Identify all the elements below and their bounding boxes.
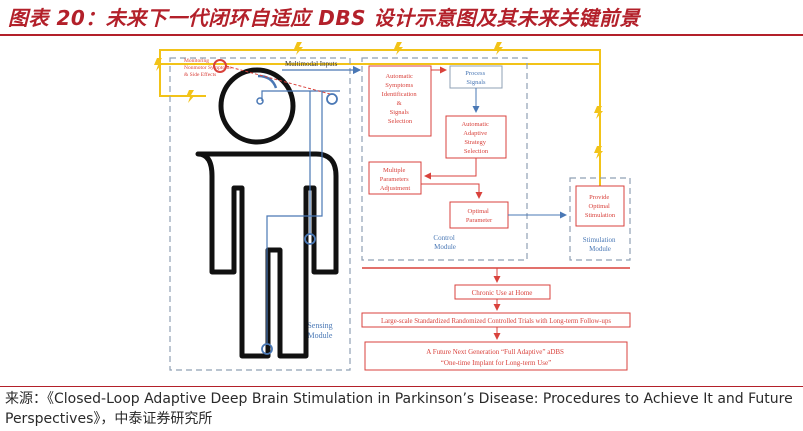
monitoring-link [225, 65, 331, 95]
external-sensor [326, 93, 338, 105]
box-multiple-params [368, 161, 422, 195]
box-optimal-param [449, 201, 509, 229]
box-auto-identification-text: Automatic Symptoms Identification & Sign… [382, 73, 419, 125]
lightning-icon [154, 42, 603, 159]
box-provide-stim [575, 185, 625, 227]
control-flow-arrows [421, 66, 567, 219]
box-multiple-params-text: Multiple Parameters Adjustment [380, 167, 411, 192]
control-module-frame [361, 57, 528, 261]
sensing-wires [261, 90, 340, 344]
box-rct-trials [361, 312, 631, 328]
chronic-use-text: Chronic Use at Home [472, 289, 533, 297]
box-provide-stim-text: Provide Optimal Stimulation [585, 194, 616, 219]
box-adaptive-strategy [445, 115, 507, 159]
dbs-diagram: Sensing Module Monitoring Nonmotor Sympt… [154, 42, 631, 371]
control-module-label: Control Module [433, 234, 456, 251]
source-divider [0, 386, 803, 387]
box-future-adbs [364, 341, 628, 371]
sensing-module-frame [169, 57, 351, 371]
sensing-module-label: Sensing [307, 321, 332, 330]
brain-electrode [256, 97, 264, 105]
headset-arc [257, 74, 278, 89]
stimulation-module-frame [569, 177, 631, 261]
box-optimal-param-text: Optimal Parameter [466, 208, 493, 224]
multimodal-inputs-label: Multimodal Inputs [285, 60, 338, 68]
stimulation-module-label: Stimulation Module [583, 236, 617, 253]
figure-title: 图表 20：未来下一代闭环自适应 DBS 设计示意图及其未来关键前景 [8, 6, 640, 30]
source-note: 来源：《Closed-Loop Adaptive Deep Brain Stim… [5, 391, 793, 427]
box-process-signals-text: Process Signals [465, 70, 486, 86]
box-adaptive-strategy-text: Automatic Adaptive Strategy Selection [461, 121, 490, 155]
rct-trials-text: Large-scale Standardized Randomized Cont… [381, 318, 611, 325]
monitoring-label: Monitoring Nonmotor Symptoms & Side Effe… [184, 58, 233, 78]
box-auto-identification [368, 65, 432, 137]
box-chronic-use [454, 284, 551, 300]
sensing-module-label-2: Module [308, 331, 333, 340]
title-divider [0, 34, 803, 36]
future-adbs-text: A Future Next Generation “Full Adaptive”… [426, 348, 565, 367]
